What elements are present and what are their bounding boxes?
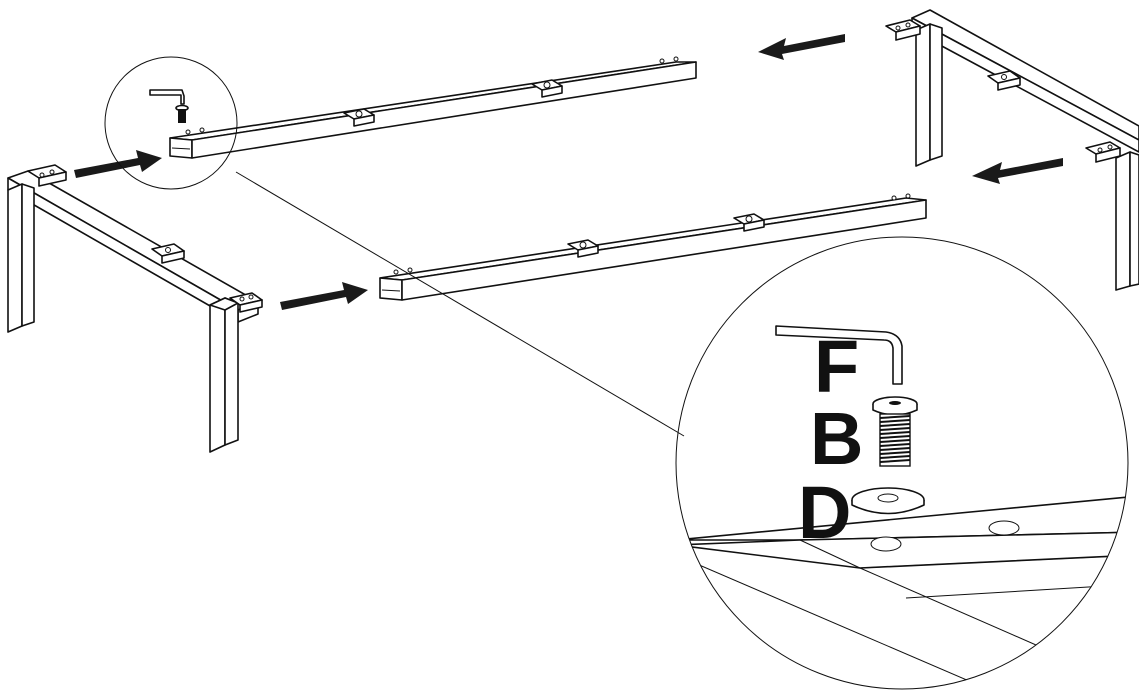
small-detail-callout	[104, 56, 238, 190]
arrow-right-to-back-bar	[758, 34, 845, 60]
arrow-icon	[280, 282, 368, 310]
bolt-label: B	[810, 397, 863, 480]
arrow-icon	[972, 158, 1063, 184]
back-cross-bar	[169, 56, 697, 159]
arrow-right-to-front-bar	[972, 158, 1063, 184]
hex-key-label: F	[814, 325, 859, 408]
hex-key-icon	[775, 325, 903, 385]
magnified-detail-callout: F B D	[675, 236, 1129, 690]
arrow-icon	[758, 34, 845, 60]
arrow-left-to-front-bar	[280, 282, 368, 310]
front-cross-bar	[379, 193, 927, 301]
hex-key-icon	[149, 89, 185, 105]
bolt-icon	[872, 396, 918, 467]
arrow-left-to-back-bar	[74, 150, 162, 178]
washer-icon	[851, 487, 925, 515]
bolt-icon	[175, 104, 189, 123]
washer-label: D	[798, 471, 851, 554]
left-end-frame	[7, 164, 263, 453]
right-end-frame	[885, 9, 1139, 291]
arrow-icon	[74, 150, 162, 178]
callout-leader-line	[235, 171, 685, 437]
